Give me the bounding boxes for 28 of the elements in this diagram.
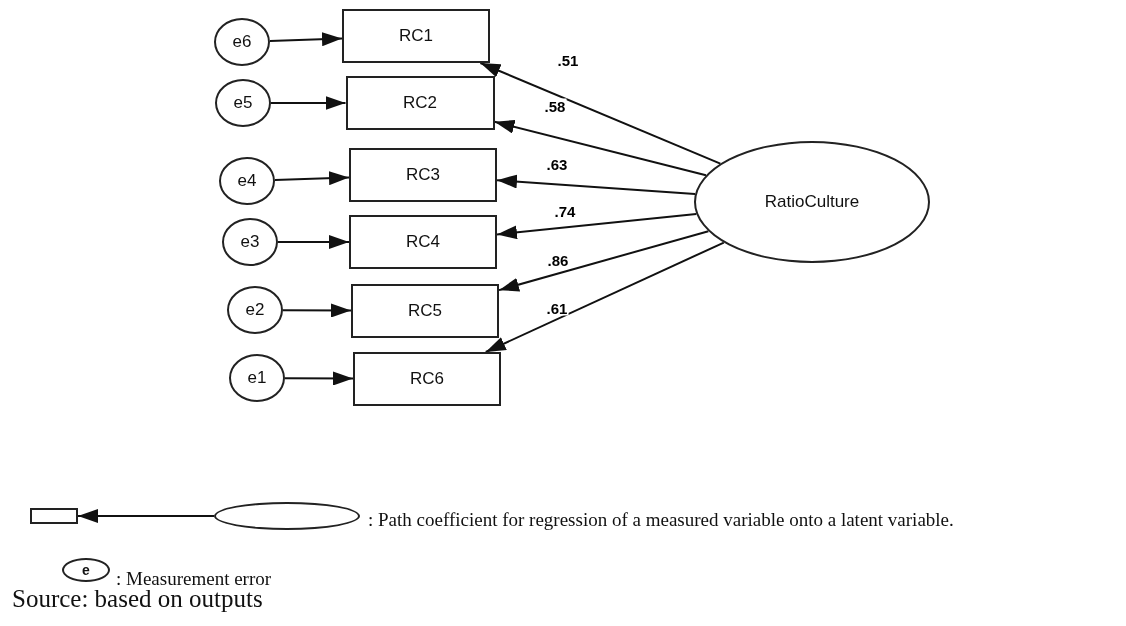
arrow xyxy=(77,509,215,523)
edge-label: .58 xyxy=(543,98,567,114)
variable-ellipse: e6 xyxy=(214,18,270,66)
variable-ellipse: e5 xyxy=(215,79,271,127)
variable-ellipse: e3 xyxy=(222,218,278,266)
arrow xyxy=(282,303,352,318)
arrow xyxy=(484,241,725,353)
variable-ellipse: e1 xyxy=(229,354,285,402)
variable-box: RC5 xyxy=(351,284,499,338)
arrow xyxy=(284,371,354,386)
variable-box: RC3 xyxy=(349,148,497,202)
arrow xyxy=(274,171,350,186)
variable-box: RC4 xyxy=(349,215,497,269)
variable-ellipse: e2 xyxy=(227,286,283,334)
arrow xyxy=(479,62,722,165)
variable-ellipse: RatioCulture xyxy=(694,141,930,263)
arrow xyxy=(270,96,347,110)
variable-box: RC2 xyxy=(345,76,495,130)
variable-box: RC6 xyxy=(353,352,501,406)
arrow xyxy=(269,32,343,47)
arrow xyxy=(277,235,350,249)
arrow xyxy=(498,230,710,292)
variable-box: RC1 xyxy=(342,9,490,63)
legend-note: : Path coefficient for regression of a measured variable onto a latent variable. xyxy=(367,508,955,532)
box-symbol xyxy=(30,508,78,524)
variable-ellipse: e4 xyxy=(219,157,275,205)
variable-ellipse: e xyxy=(62,558,110,582)
arrow xyxy=(493,119,707,177)
